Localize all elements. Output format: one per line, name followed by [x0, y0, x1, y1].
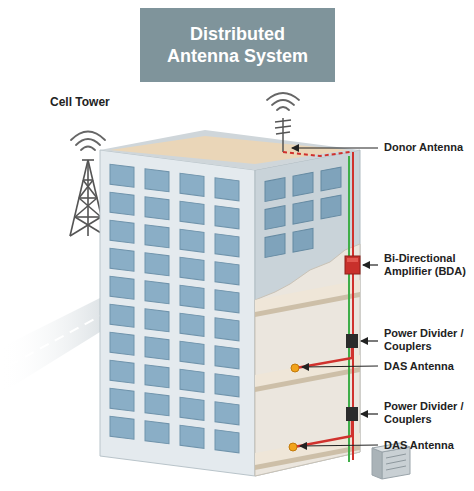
title: Distributed Antenna System — [158, 23, 318, 67]
floor-slabs — [255, 280, 360, 470]
title-panel: Distributed Antenna System — [140, 8, 335, 82]
donor-antenna — [275, 118, 291, 152]
tower-signal — [71, 132, 105, 151]
cutaway-interior — [255, 244, 360, 476]
equipment — [289, 256, 360, 451]
callout-label: Power Divider / Couplers — [384, 327, 470, 353]
callout-label: Power Divider / Couplers — [384, 400, 470, 426]
front-windows — [110, 164, 239, 453]
side-windows — [265, 167, 341, 257]
callout-label: Bi-Directional Amplifier (BDA) — [384, 252, 470, 278]
cabling — [283, 152, 353, 462]
tower-label: Cell Tower — [50, 96, 110, 109]
road — [0, 298, 100, 394]
callout-label: Donor Antenna — [384, 141, 463, 154]
callout-label: DAS Antenna — [384, 439, 454, 452]
callout-label: DAS Antenna — [384, 360, 454, 373]
antenna-signal — [267, 93, 299, 110]
leader-lines — [292, 148, 378, 446]
building — [100, 130, 360, 476]
